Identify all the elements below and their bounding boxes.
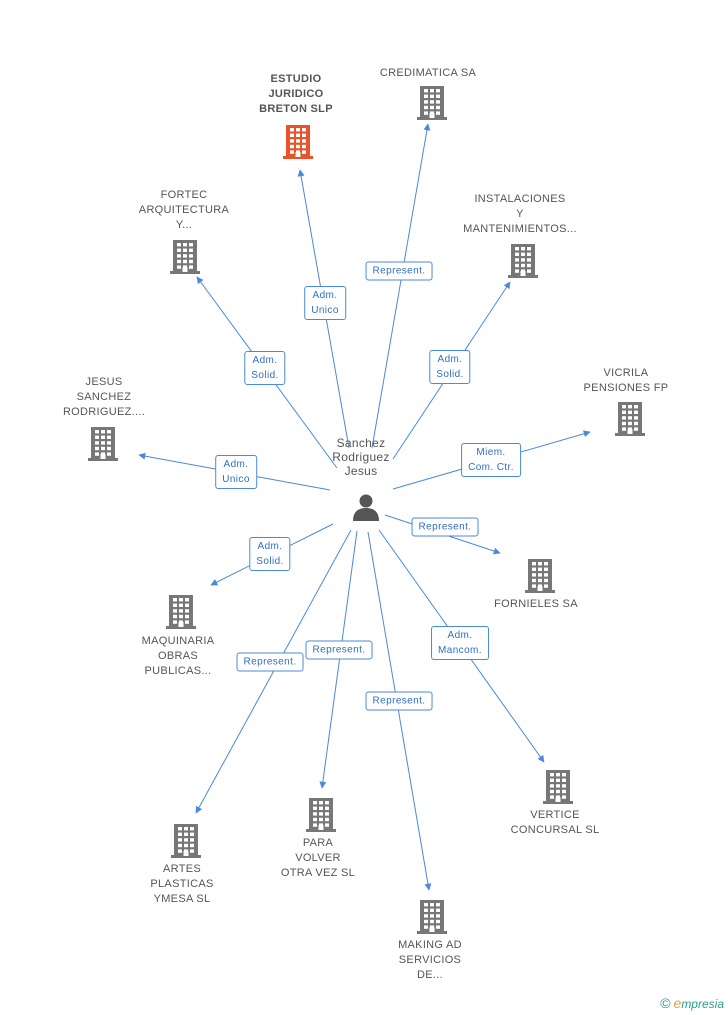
edge-label-fortec[interactable]: Adm. Solid. bbox=[244, 351, 286, 385]
edge-label-jesus[interactable]: Adm. Unico bbox=[215, 455, 257, 489]
building-icon[interactable] bbox=[523, 557, 557, 593]
brand-name: mpresia bbox=[681, 997, 724, 1011]
building-icon[interactable] bbox=[415, 898, 449, 934]
company-label-fortec[interactable]: FORTEC ARQUITECTURA Y... bbox=[138, 189, 230, 231]
company-label-instalaciones[interactable]: INSTALACIONES Y MANTENIMIENTOS... bbox=[463, 193, 577, 235]
edge-line-para bbox=[319, 530, 358, 789]
edge-label-fornieles[interactable]: Represent. bbox=[411, 517, 479, 537]
company-label-vicrila[interactable]: VICRILA PENSIONES FP bbox=[583, 367, 669, 394]
building-icon[interactable] bbox=[613, 400, 647, 436]
company-label-fornieles[interactable]: FORNIELES SA bbox=[494, 598, 578, 610]
building-icon[interactable] bbox=[86, 425, 120, 461]
edge-label-vertice[interactable]: Adm. Mancom. bbox=[431, 626, 489, 660]
company-label-credimatica[interactable]: CREDIMATICA SA bbox=[379, 67, 477, 79]
company-label-maquinaria[interactable]: MAQUINARIA OBRAS PUBLICAS... bbox=[141, 635, 215, 677]
building-icon[interactable] bbox=[541, 768, 575, 804]
building-icon[interactable] bbox=[281, 123, 315, 159]
building-icon[interactable] bbox=[304, 796, 338, 832]
footer-brand[interactable]: ©empresia bbox=[660, 995, 724, 1011]
edge-label-maquinaria[interactable]: Adm. Solid. bbox=[249, 537, 291, 571]
brand-initial: e bbox=[673, 995, 682, 1011]
building-icon[interactable] bbox=[169, 822, 203, 858]
edge-label-vicrila[interactable]: Miem. Com. Ctr. bbox=[461, 443, 521, 477]
person-icon[interactable] bbox=[351, 492, 381, 522]
edge-label-instalaciones[interactable]: Adm. Solid. bbox=[429, 350, 471, 384]
edge-label-credimatica[interactable]: Represent. bbox=[365, 261, 433, 281]
edge-line-credimatica bbox=[371, 123, 431, 449]
company-label-para[interactable]: PARA VOLVER OTRA VEZ SL bbox=[280, 837, 356, 879]
building-icon[interactable] bbox=[164, 593, 198, 629]
person-name: Sanchez Rodriguez Jesus bbox=[332, 436, 390, 478]
edge-label-para[interactable]: Represent. bbox=[305, 640, 373, 660]
company-label-making[interactable]: MAKING AD SERVICIOS DE... bbox=[398, 939, 462, 981]
building-icon[interactable] bbox=[415, 84, 449, 120]
company-label-vertice[interactable]: VERTICE CONCURSAL SL bbox=[510, 809, 600, 836]
company-label-jesus[interactable]: JESUS SANCHEZ RODRIGUEZ.... bbox=[62, 376, 146, 418]
edge-label-estudio[interactable]: Adm. Unico bbox=[304, 286, 346, 320]
edge-label-artes[interactable]: Represent. bbox=[236, 652, 304, 672]
edge-line-artes bbox=[195, 529, 352, 814]
edge-line-making bbox=[367, 531, 432, 891]
company-label-artes[interactable]: ARTES PLASTICAS YMESA SL bbox=[150, 863, 214, 905]
building-icon[interactable] bbox=[168, 238, 202, 274]
company-label-estudio[interactable]: ESTUDIO JURIDICO BRETON SLP bbox=[259, 73, 333, 115]
building-icon[interactable] bbox=[506, 242, 540, 278]
copyright-symbol: © bbox=[660, 995, 671, 1011]
edge-label-making[interactable]: Represent. bbox=[365, 691, 433, 711]
